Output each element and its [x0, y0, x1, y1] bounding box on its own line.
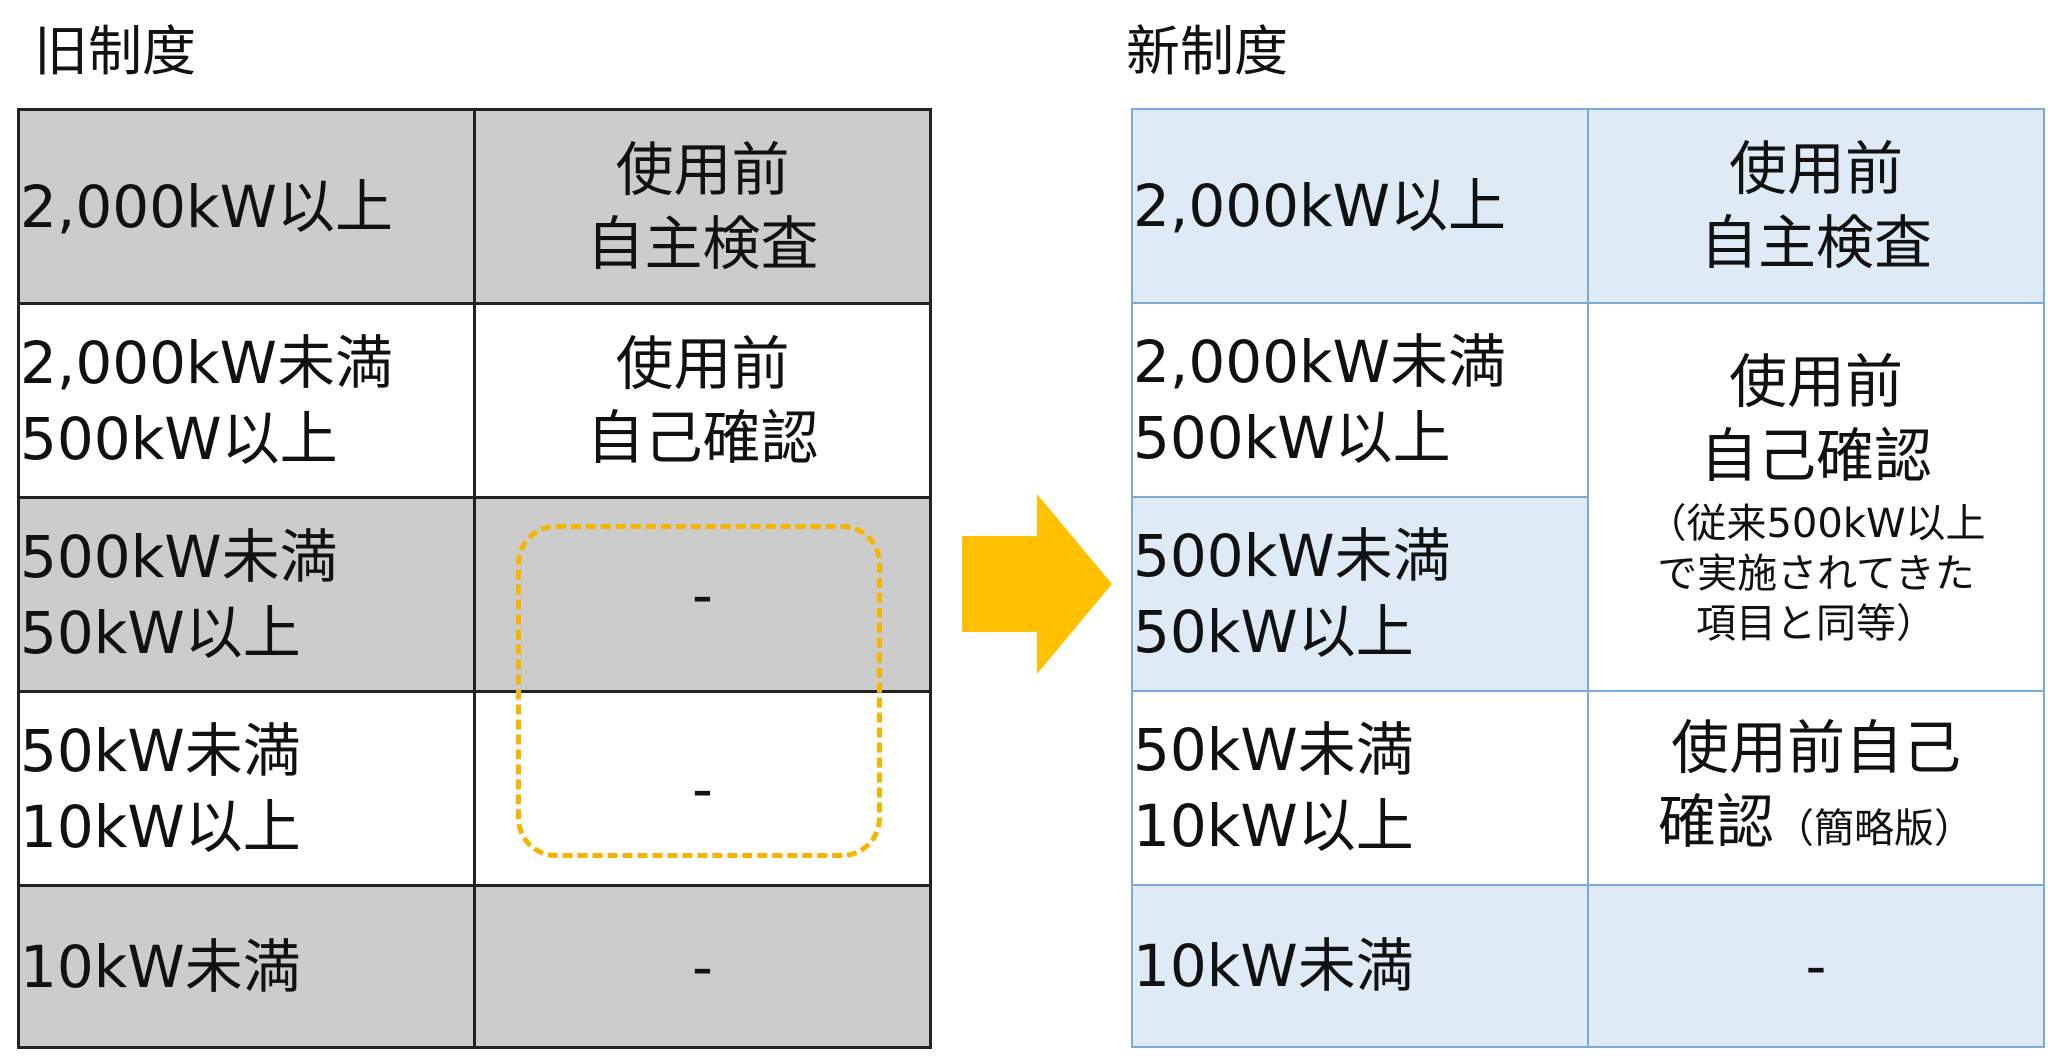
table-row: 500kW未満 50kW以上	[1131, 496, 2044, 692]
table-row: 2,000kW以上 使用前 自主検査	[1131, 108, 2045, 304]
merged-inspection-note: （従来500kW以上 で実施されてきた 項目と同等）	[1646, 501, 1986, 647]
old-system-title: 旧制度	[34, 20, 196, 83]
capacity-range-cell: 2,000kW以上	[1131, 108, 1589, 304]
new-system-title: 新制度	[1126, 20, 1288, 83]
right-arrow-icon	[962, 494, 1112, 674]
table-row: 50kW未満 10kW以上 -	[17, 690, 932, 887]
inspection-cell: -	[473, 690, 932, 887]
capacity-range-cell: 500kW未満 50kW以上	[1131, 496, 1589, 692]
capacity-range-cell: 50kW未満 10kW以上	[17, 690, 476, 887]
table-row: 50kW未満 10kW以上 使用前自己 確認（簡略版）	[1131, 690, 2045, 886]
table-row: 2,000kW以上 使用前 自主検査	[17, 108, 932, 305]
inspection-cell: -	[1587, 884, 2045, 1048]
capacity-range-cell: 2,000kW未満 500kW以上	[1131, 302, 1589, 498]
table-row: 10kW未満 -	[1131, 884, 2045, 1048]
inspection-cell: 使用前 自主検査	[1587, 108, 2045, 304]
inspection-cell: -	[473, 884, 932, 1049]
capacity-range-cell: 10kW未満	[1131, 884, 1589, 1048]
table-row: 500kW未満 50kW以上 -	[17, 496, 932, 693]
new-system-table: 2,000kW以上 使用前 自主検査 2,000kW未満 500kW以上 使用前…	[1131, 108, 2045, 1048]
inspection-cell: 使用前自己 確認（簡略版）	[1587, 690, 2045, 886]
inspection-cell: 使用前 自己確認	[473, 302, 932, 499]
table-row: 2,000kW未満 500kW以上 使用前 自己確認 （従来500kW以上 で実…	[1131, 302, 2045, 692]
merged-inspection-cell: 使用前 自己確認 （従来500kW以上 で実施されてきた 項目と同等）	[1587, 302, 2045, 692]
inspection-cell: -	[473, 496, 932, 693]
capacity-range-cell: 10kW未満	[17, 884, 476, 1049]
capacity-range-cell: 500kW未満 50kW以上	[17, 496, 476, 693]
inspection-cell: 使用前 自主検査	[473, 108, 932, 305]
old-system-table: 2,000kW以上 使用前 自主検査 2,000kW未満 500kW以上 使用前…	[17, 108, 932, 1049]
table-row: 10kW未満 -	[17, 884, 932, 1049]
capacity-range-cell: 2,000kW未満 500kW以上	[17, 302, 476, 499]
capacity-range-cell: 2,000kW以上	[17, 108, 476, 305]
capacity-range-cell: 50kW未満 10kW以上	[1131, 690, 1589, 886]
table-row: 2,000kW未満 500kW以上 使用前 自己確認	[17, 302, 932, 499]
